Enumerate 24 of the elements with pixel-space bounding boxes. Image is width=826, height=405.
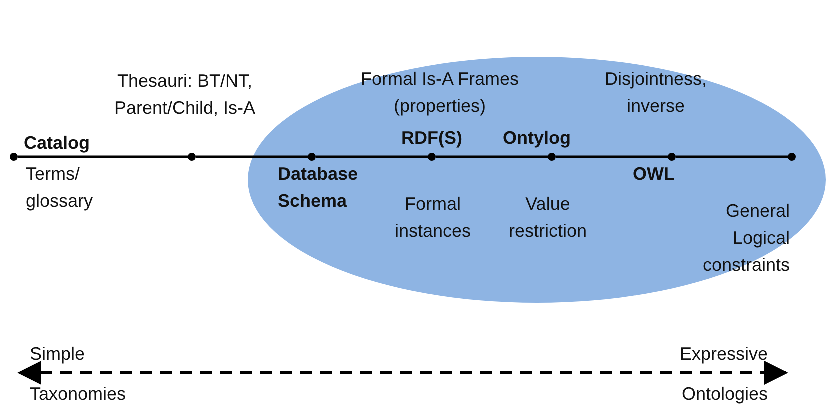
timeline-segment	[556, 156, 668, 158]
timeline-segment	[436, 156, 548, 158]
level-description: Terms/ glossary	[26, 163, 94, 213]
level-description: Formal Is-A Frames (properties)	[360, 68, 520, 118]
level-description: Disjointness, inverse	[604, 68, 708, 118]
level-title: RDF(S)	[400, 127, 464, 150]
level-title: Ontylog	[503, 127, 572, 150]
timeline-dot	[188, 153, 196, 161]
timeline-segment	[18, 156, 188, 158]
level-title: Catalog	[24, 132, 92, 155]
scale-label: Expressive	[678, 343, 768, 366]
timeline-segment	[316, 156, 428, 158]
level-title: OWL	[633, 163, 676, 186]
level-description: Value restriction	[508, 193, 588, 243]
timeline-segment	[196, 156, 308, 158]
scale-label: Simple	[30, 343, 86, 366]
timeline-segment	[676, 156, 788, 158]
scale-label: Ontologies	[680, 383, 768, 405]
level-description: Formal instances	[394, 193, 472, 243]
level-description: General Logical constraints	[702, 200, 790, 277]
level-description: Thesauri: BT/NT, Parent/Child, Is-A	[113, 70, 257, 120]
scale-label: Taxonomies	[30, 383, 126, 405]
level-title: Database Schema	[278, 163, 360, 213]
timeline-dot	[10, 153, 18, 161]
